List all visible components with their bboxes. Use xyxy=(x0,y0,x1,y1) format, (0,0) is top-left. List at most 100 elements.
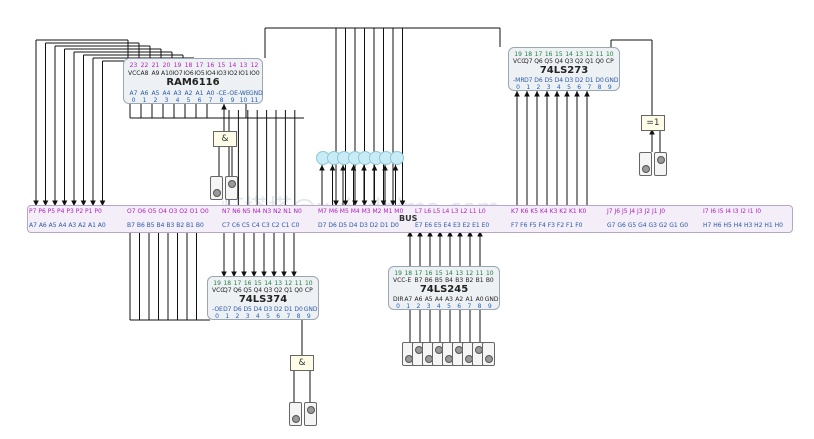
wire-arrow xyxy=(544,90,550,97)
pin-text: Q6 xyxy=(534,58,543,65)
pin-text: 19 xyxy=(514,51,522,58)
pin-text: 8 xyxy=(477,303,482,310)
switch-ram-oe[interactable] xyxy=(225,176,238,200)
switch-374-clock-a[interactable] xyxy=(289,402,302,426)
pin-text: 6 xyxy=(457,303,462,310)
pin-text: IO7 xyxy=(172,70,183,77)
wire-arrow xyxy=(342,200,349,207)
pin-text: 7 xyxy=(286,313,291,320)
wire-arrow xyxy=(390,200,396,207)
pin-text: IO4 xyxy=(205,70,216,77)
bus-pin-group: H7 H6 H5 H4 H3 H2 H1 H0 xyxy=(703,222,783,229)
pin-text: 17 xyxy=(414,270,423,277)
switch-374-clock-b[interactable] xyxy=(304,402,317,426)
pin-text: D5 xyxy=(544,77,553,84)
pin-text: 6 xyxy=(197,97,202,104)
pin-text: 4 xyxy=(175,97,180,104)
and-gate-top[interactable]: & xyxy=(213,131,237,147)
pin-text: 21 xyxy=(151,62,160,69)
bus-pin-group: C7 C6 C5 C4 C3 C2 C1 C0 xyxy=(222,222,300,229)
switch-ram-ce[interactable] xyxy=(210,176,223,200)
pin-text: 16 xyxy=(544,51,553,58)
pin-text: GND xyxy=(604,77,619,84)
switch-273-clock-b[interactable] xyxy=(654,152,667,176)
pin-text: 15 xyxy=(254,280,262,287)
ls374-chip-name: 74LS374 xyxy=(238,294,288,305)
not-gate-right[interactable]: =1 xyxy=(641,115,665,131)
pin-text: 6 xyxy=(577,84,582,91)
wire-arrow xyxy=(467,230,473,237)
pin-text: 2 xyxy=(536,84,541,91)
pin-text: A9 xyxy=(151,70,160,77)
pin-text: A1 xyxy=(465,296,474,303)
ram-chip-name: RAM6116 xyxy=(166,77,220,88)
pin-text: 18 xyxy=(524,51,533,58)
switch-273-clock-a[interactable] xyxy=(639,152,652,176)
pin-text: 4 xyxy=(436,303,441,310)
bus-pin-group: P7 P6 P5 P4 P3 P2 P1 P0 xyxy=(29,208,102,215)
pin-text: GND xyxy=(484,296,499,303)
switch-knob xyxy=(228,180,236,188)
pin-text: IO0 xyxy=(249,70,260,77)
bus-pin-group: K7 K6 K5 K4 K3 K2 K1 K0 xyxy=(511,208,587,215)
switch-knob xyxy=(292,415,300,423)
pin-text: A4 xyxy=(434,296,443,303)
pin-text: 13 xyxy=(274,280,283,287)
pin-text: 8 xyxy=(597,84,602,91)
wire-arrow xyxy=(333,200,339,207)
pin-text: 12 xyxy=(284,280,293,287)
pin-text: 18 xyxy=(404,270,413,277)
pin-text: A3 xyxy=(445,296,453,303)
pin-text: B7 xyxy=(414,277,423,284)
pin-text: A2 xyxy=(455,296,464,303)
wire-arrow xyxy=(221,103,227,110)
wire-arrow xyxy=(371,164,378,171)
switch-knob xyxy=(307,406,315,414)
pin-text: 19 xyxy=(173,62,182,69)
pin-text: D1 xyxy=(284,306,293,313)
pin-text: Q5 xyxy=(243,287,252,294)
pin-text: D2 xyxy=(274,306,283,313)
pin-text: -OE xyxy=(212,306,223,313)
wire-arrow xyxy=(340,164,346,171)
pin-text: DIR xyxy=(393,296,404,303)
pin-text: IO1 xyxy=(238,70,249,77)
data-input-switch[interactable] xyxy=(482,342,495,366)
wire-arrow xyxy=(427,230,433,237)
bus-bar[interactable]: BUS xyxy=(27,205,793,233)
wire-arrow xyxy=(329,164,336,171)
pin-text: A6 xyxy=(140,90,149,97)
pin-text: A3 xyxy=(173,90,182,97)
bus-pin-group: J7 J6 J5 J4 J3 J2 J1 J0 xyxy=(607,208,666,215)
pin-text: 12 xyxy=(465,270,474,277)
pin-text: D4 xyxy=(554,77,564,84)
pin-text: 17 xyxy=(195,62,204,69)
pin-text: 15 xyxy=(435,270,443,277)
pin-text: 5 xyxy=(567,84,571,91)
and-gate-bottom[interactable]: & xyxy=(290,355,314,371)
pin-text: -OE xyxy=(227,90,238,97)
wire-arrow xyxy=(281,271,287,278)
pin-text: -CE xyxy=(216,90,227,97)
pin-text: IO2 xyxy=(227,70,238,77)
pin-text: 7 xyxy=(587,84,592,91)
pin-text: A5 xyxy=(151,90,160,97)
wire-arrow xyxy=(291,271,297,278)
pin-text: Q3 xyxy=(263,287,273,294)
pin-text: 12 xyxy=(585,51,594,58)
pin-text: 10 xyxy=(304,280,313,287)
wire-arrow xyxy=(649,128,655,135)
pin-text: D2 xyxy=(575,77,584,84)
